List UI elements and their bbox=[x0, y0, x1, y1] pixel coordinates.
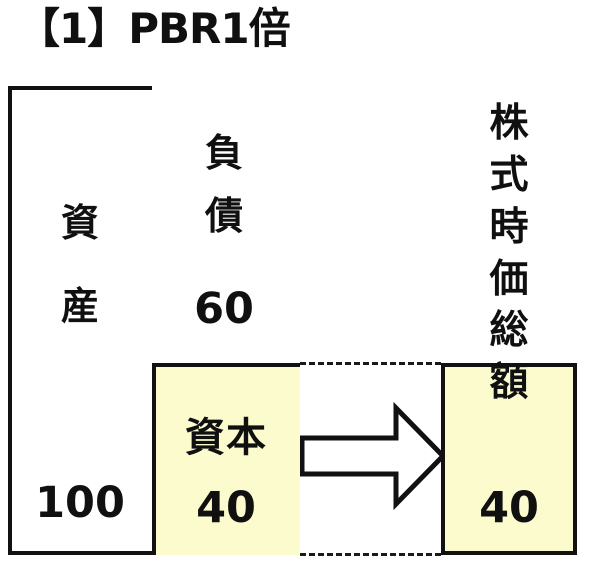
equity-cell bbox=[152, 363, 300, 555]
dotted-connector-line-top-icon bbox=[300, 362, 441, 365]
assets-value: 100 bbox=[35, 478, 125, 528]
block-arrow-right-icon bbox=[300, 400, 446, 512]
dotted-connector-line-bottom-icon bbox=[300, 553, 441, 556]
market-cap-value: 40 bbox=[479, 483, 539, 533]
block-arrow-right-path bbox=[300, 401, 446, 511]
equity-value: 40 bbox=[196, 483, 256, 533]
equity-label: 資本 bbox=[185, 415, 267, 461]
liabilities-cell bbox=[152, 86, 300, 363]
market-cap-caption: 株 式 時 価 総 額 bbox=[489, 101, 529, 406]
liabilities-value: 60 bbox=[194, 284, 254, 334]
assets-label: 資 産 bbox=[60, 201, 99, 328]
block-arrow-right-shape bbox=[300, 401, 446, 511]
liabilities-label: 負 債 bbox=[204, 131, 243, 238]
market-cap-box bbox=[441, 363, 577, 555]
page-title: 【1】PBR1倍 bbox=[18, 4, 291, 53]
